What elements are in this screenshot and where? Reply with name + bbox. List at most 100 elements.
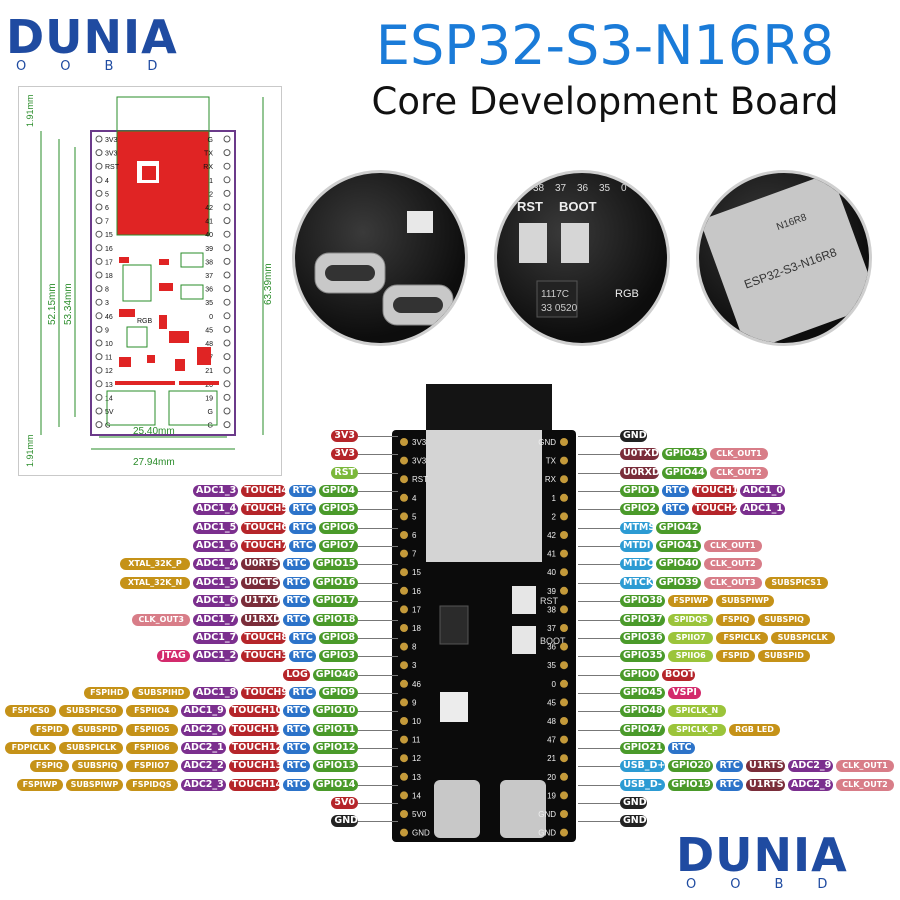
header-pin	[560, 549, 568, 558]
header-pin	[400, 642, 408, 651]
pin-hole-label: 3V3	[105, 151, 118, 158]
pin-hole	[223, 189, 231, 197]
header-pin-label: 35	[599, 183, 611, 194]
pin-label: GPIO42	[655, 521, 701, 534]
header-pin	[400, 717, 408, 725]
pin-hole-label: 3	[105, 300, 109, 307]
pin-label: ADC1_5	[193, 521, 239, 534]
dim-total-width: 27.94mm	[133, 457, 175, 468]
header-pin-label: 46	[412, 680, 421, 689]
usb-right-footprint	[168, 390, 218, 426]
pin-label: CLK_OUT1	[710, 448, 768, 461]
pin-label: RTC	[283, 778, 310, 791]
pin-label: MTDI	[620, 540, 653, 553]
pin-hole-label: 21	[205, 368, 213, 375]
pin-label: GPIO36	[620, 631, 666, 644]
header-pin-label: 8	[412, 643, 417, 652]
pin-label: GPIO38	[620, 595, 666, 608]
header-pin-label: 21	[547, 754, 556, 763]
header-pin-label: 16	[412, 587, 421, 596]
header-pin	[560, 735, 568, 744]
pin-label: GPIO13	[312, 760, 358, 773]
header-pin	[400, 810, 408, 818]
pin-label: RTC	[283, 741, 310, 754]
pin-label: RTC	[668, 741, 695, 754]
pin-hole-label: G	[208, 423, 213, 430]
pin-lead	[578, 803, 620, 804]
pin-label: USB_D-	[620, 778, 666, 791]
pin-label: GPIO47	[620, 723, 666, 736]
pin-lead	[578, 527, 620, 529]
header-pin-label: 20	[547, 773, 556, 782]
pin-label: CLK_OUT1	[704, 540, 762, 553]
pin-hole-label: 36	[205, 287, 213, 294]
pin-hole	[223, 162, 231, 170]
pin-label: ADC1_4	[193, 503, 239, 516]
header-pin	[400, 512, 408, 521]
header-pin-label: 17	[412, 605, 421, 614]
pin-label: TOUCH9	[241, 686, 288, 699]
pin-hole	[223, 339, 231, 347]
pin-hole-label: 39	[205, 246, 213, 253]
pin-label: GPIO17	[312, 595, 358, 608]
pin-label: FSPIDQS	[126, 778, 178, 791]
pin-label: ADC1_0	[739, 485, 785, 498]
pin-label: ADC1_6	[193, 595, 239, 608]
header-pin	[400, 735, 408, 744]
pin-label: BOOT	[662, 668, 695, 681]
regulator-text-1: 1117C	[541, 289, 569, 300]
pin-label: VSPI	[668, 686, 701, 699]
pin-label: FSPIIO5	[126, 723, 178, 736]
pin-label: SUBSPID	[71, 723, 124, 736]
pin-lead	[358, 527, 398, 529]
dim-rgb-label: RGB	[137, 318, 153, 325]
rgb-led	[407, 211, 433, 233]
pin-hole-label: 4	[105, 178, 109, 185]
pin-label: GPIO35	[620, 650, 666, 663]
pin-lead	[358, 803, 398, 804]
pin-label: SPIDQS	[668, 613, 714, 626]
pin-label: RGB LED	[728, 723, 781, 736]
pin-label: RTC	[283, 723, 310, 736]
pin-label: 3V3	[331, 430, 358, 442]
pin-label: TOUCH4	[241, 485, 288, 498]
pin-hole	[223, 135, 231, 143]
boot-button	[512, 626, 536, 654]
pin-lead	[358, 711, 398, 713]
header-pin	[400, 531, 408, 539]
pin-hole-label: 19	[205, 395, 213, 402]
pin-hole-label: 42	[205, 205, 213, 212]
rst-button	[519, 223, 547, 263]
pin-hole-label: G	[208, 409, 213, 416]
usb-c-right	[500, 780, 546, 838]
header-pin-label: 4	[412, 494, 417, 503]
pin-label: TOUCH7	[241, 540, 288, 553]
pin-hole-label: 20	[205, 382, 213, 389]
pin-hole-label: 17	[105, 259, 113, 266]
pin-label: CLK_OUT1	[836, 760, 894, 773]
header-pin	[560, 456, 568, 465]
pin-label: ADC1_8	[193, 686, 239, 699]
pin-label: ADC2_1	[180, 741, 226, 754]
pin-lead	[358, 472, 398, 474]
pin-label: GPIO46	[312, 668, 358, 681]
pin-label: RTC	[283, 595, 310, 608]
pin-label: U1RTS	[746, 760, 785, 773]
pin-hole	[95, 407, 103, 415]
pin-label: GPIO41	[655, 540, 701, 553]
header-pin-label: 38	[547, 605, 556, 614]
header-pin	[560, 661, 568, 670]
pin-hole	[95, 325, 103, 333]
pin-label: FSPIWP	[17, 778, 63, 791]
pin-lead	[358, 674, 398, 676]
pin-hole-label: 11	[105, 355, 112, 362]
pin-label: TOUCH2	[691, 503, 738, 516]
pin-lead	[578, 491, 620, 493]
dim-top-margin: 1.91mm	[25, 94, 35, 127]
header-pin-label: 12	[412, 754, 421, 763]
module-shield	[700, 173, 869, 343]
pin-label: ADC1_4	[193, 558, 239, 571]
pin-hole-label: 35	[205, 300, 213, 307]
pin-hole	[223, 230, 231, 238]
